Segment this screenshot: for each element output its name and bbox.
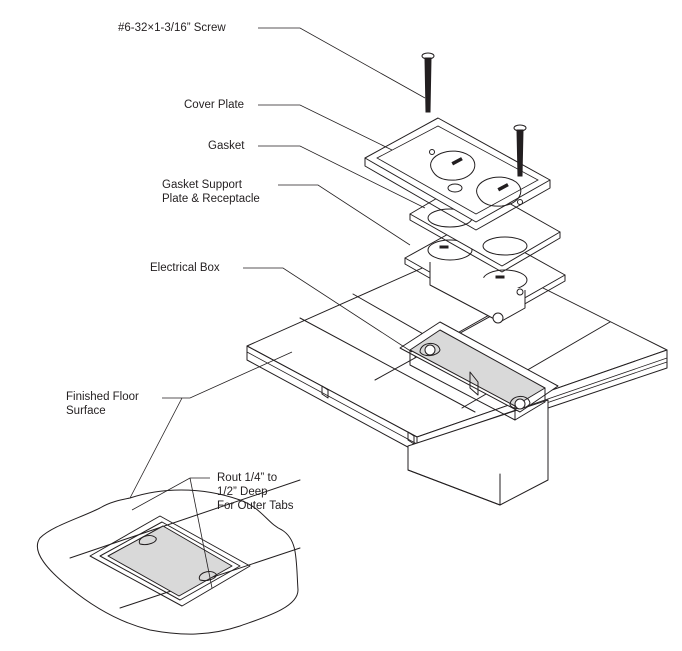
gasket-support-plate [404,221,566,324]
screw-label: #6-32×1-3/16” Screw [118,22,226,34]
screws [421,52,527,177]
leader-lines [129,27,426,589]
rout-label-line3: For Outer Tabs [217,500,294,512]
routed-floor-cutout [36,479,301,635]
rout-label-line2: 1/2” Deep [217,486,268,498]
gasket-support-label-line2: Plate & Receptacle [162,193,260,205]
rout-label-line1: Rout 1/4” to [217,472,278,484]
gasket-support-label-line1: Gasket Support [162,179,242,191]
gasket-label: Gasket [208,140,245,152]
finished-floor-label-line2: Surface [66,405,106,417]
finished-floor-label-line1: Finished Floor [66,391,139,403]
electrical-box-label: Electrical Box [150,262,220,274]
cover-plate-label: Cover Plate [184,99,245,111]
cover-plate [364,117,551,231]
electrical-box [399,321,559,421]
